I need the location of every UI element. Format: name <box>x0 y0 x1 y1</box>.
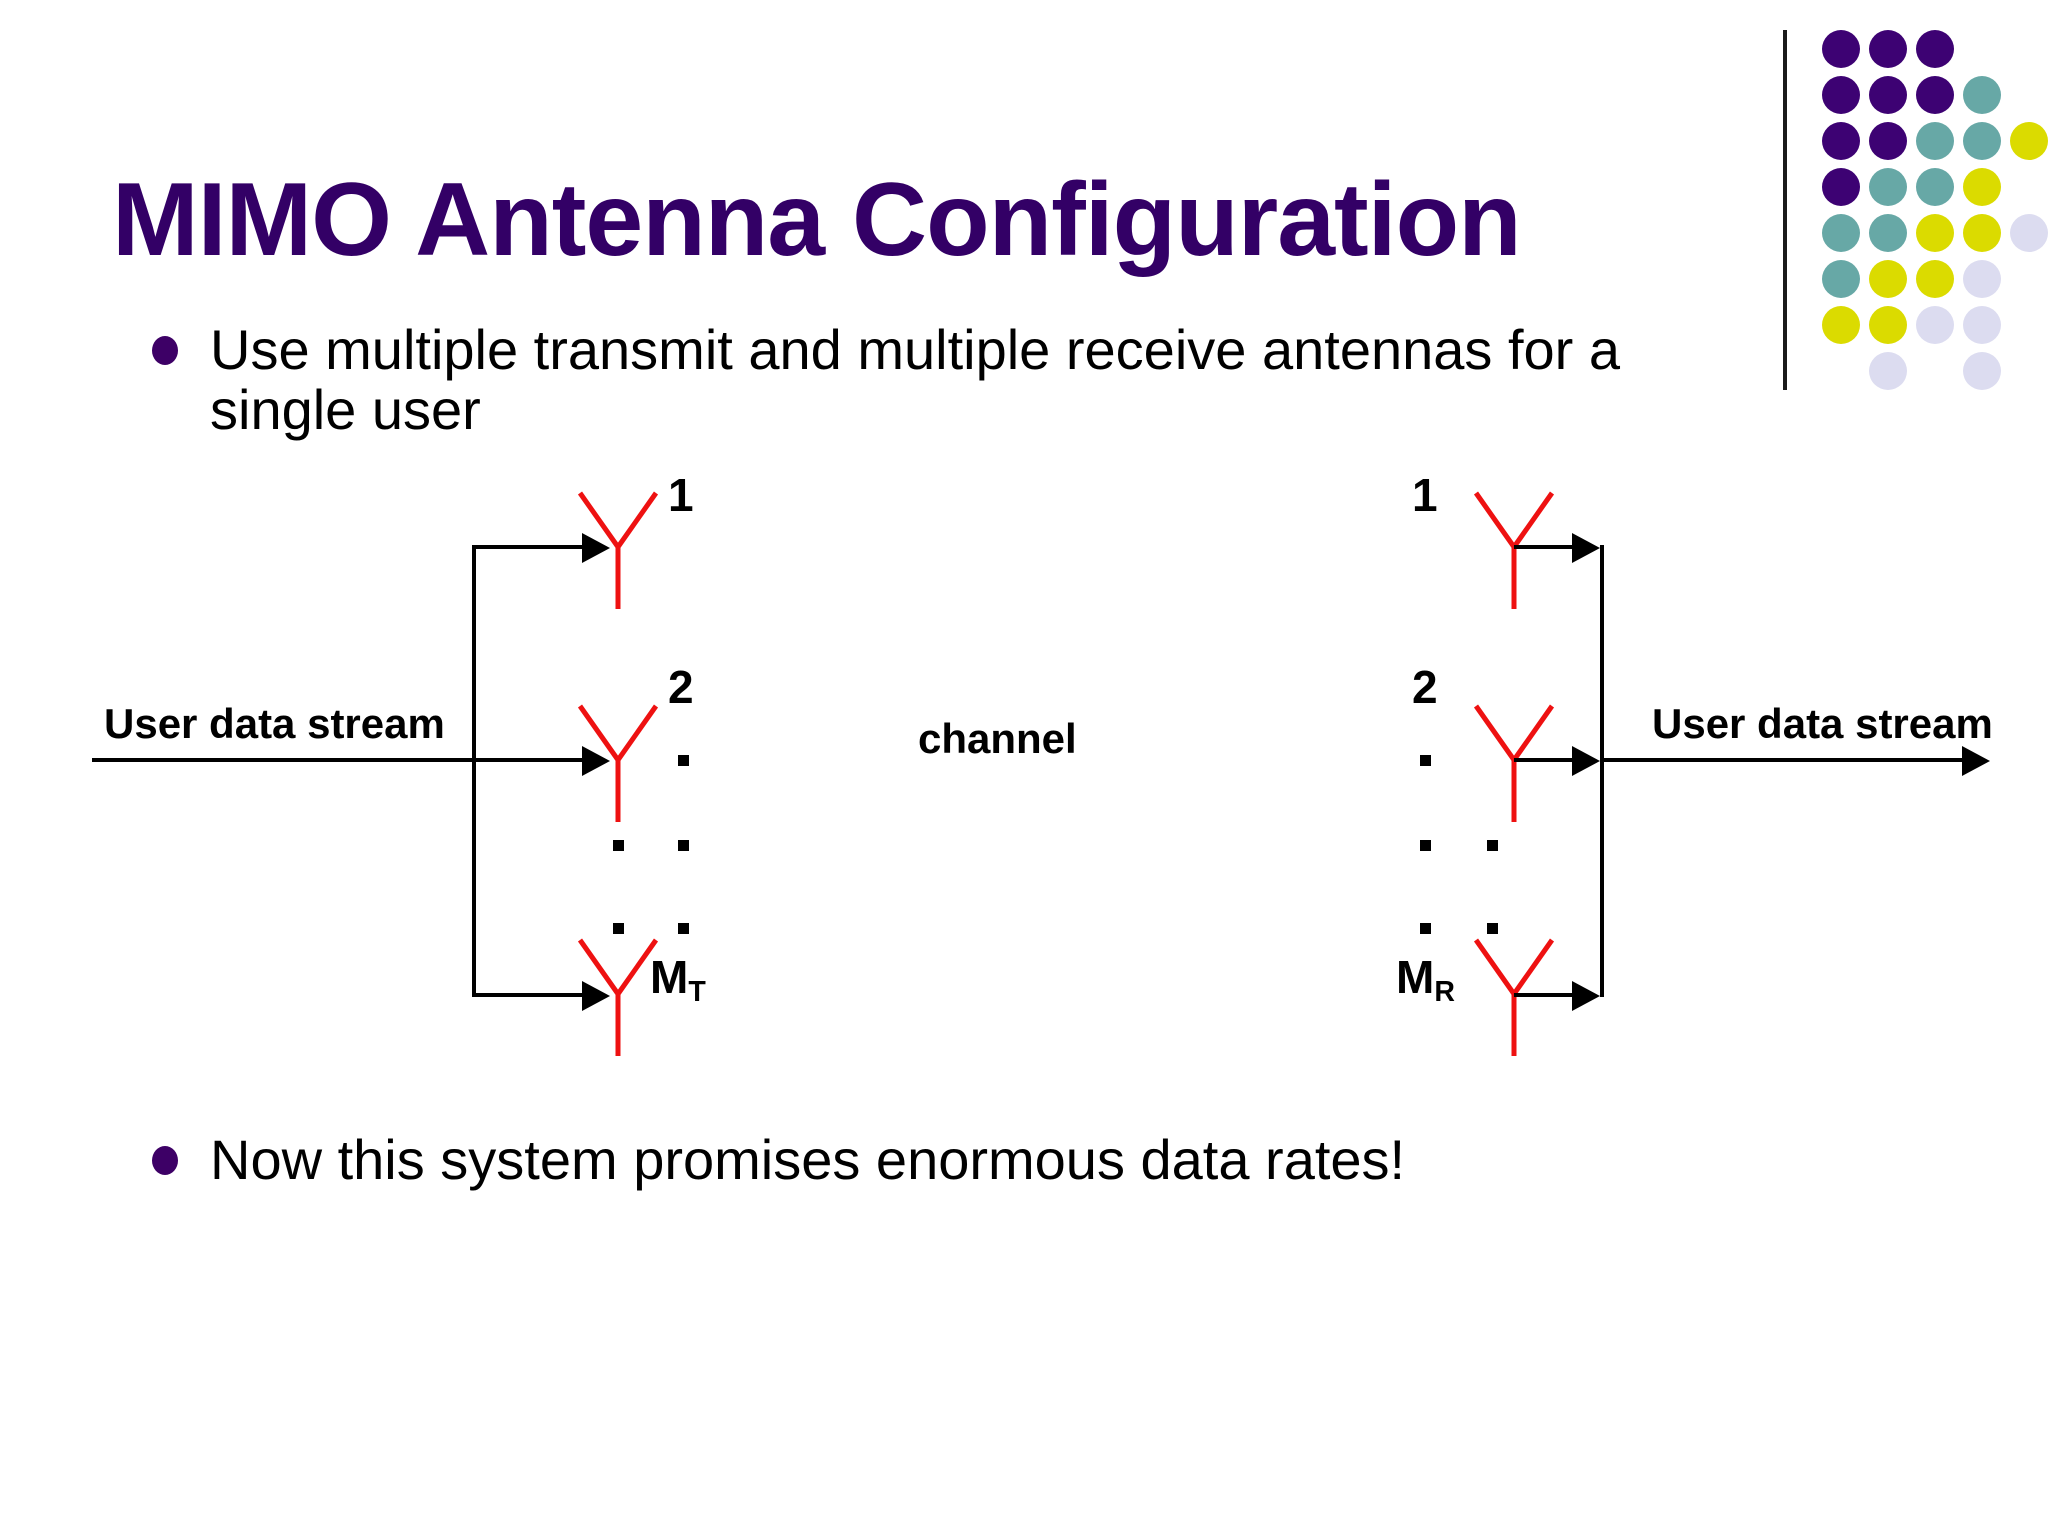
transmit-ellipsis-dot <box>678 840 689 851</box>
logo-dot <box>1822 260 1860 298</box>
receive-ellipsis-dot <box>1487 923 1498 934</box>
transmit-antenna-2-icon <box>570 696 666 826</box>
logo-dot <box>1963 76 2001 114</box>
input-arrowhead <box>582 746 610 776</box>
receive-arrowhead-1 <box>1572 533 1600 563</box>
logo-dot <box>1963 168 2001 206</box>
logo-dot <box>1916 168 1954 206</box>
receive-antenna-label-2: 2 <box>1412 661 1438 713</box>
logo-dot <box>1869 214 1907 252</box>
receive-branch-wire-1 <box>1514 545 1574 549</box>
bullet-dot-icon <box>152 1146 178 1176</box>
logo-dot <box>1822 306 1860 344</box>
logo-dot <box>1869 168 1907 206</box>
receive-ellipsis-dot <box>1420 755 1431 766</box>
receive-branch-wire-2 <box>1514 758 1574 762</box>
output-arrowhead <box>1962 746 1990 776</box>
transmit-antenna-label-2: 2 <box>668 661 694 713</box>
transmit-m-base: M <box>650 951 689 1003</box>
receive-ellipsis-dot <box>1420 840 1431 851</box>
logo-divider-line <box>1783 30 1787 390</box>
logo-dot <box>1822 122 1860 160</box>
transmit-ellipsis-dot <box>678 923 689 934</box>
logo-dot <box>2010 122 2048 160</box>
logo-dot <box>1869 30 1907 68</box>
logo-dot <box>1869 76 1907 114</box>
transmit-branch-wire-m <box>472 993 586 997</box>
logo-dot <box>1916 30 1954 68</box>
logo-dot <box>1822 168 1860 206</box>
bullet-text-1: Use multiple transmit and multiple recei… <box>210 318 1621 441</box>
page-title: MIMO Antenna Configuration <box>112 162 1522 278</box>
input-wire <box>92 758 586 762</box>
receive-m-subscript: R <box>1434 975 1455 1008</box>
transmit-arrowhead-m <box>582 981 610 1011</box>
transmit-arrowhead-1 <box>582 533 610 563</box>
receive-m-base: M <box>1396 951 1435 1003</box>
transmit-ellipsis-dot <box>613 840 624 851</box>
brand-logo <box>1770 8 2048 390</box>
input-stream-label: User data stream <box>104 700 445 747</box>
logo-dot <box>1963 306 2001 344</box>
logo-dot <box>1963 260 2001 298</box>
transmit-bus-wire <box>472 545 476 997</box>
receive-ellipsis-dot <box>1487 840 1498 851</box>
channel-label: channel <box>918 715 1077 762</box>
logo-dot <box>1916 306 1954 344</box>
logo-dot <box>1822 214 1860 252</box>
logo-dot <box>1822 30 1860 68</box>
logo-dot <box>1916 122 1954 160</box>
receive-antenna-label-1: 1 <box>1412 469 1438 521</box>
bullet-dot-icon <box>152 336 178 366</box>
transmit-antenna-label-1: 1 <box>668 469 694 521</box>
transmit-antenna-m-icon <box>570 930 666 1060</box>
logo-dot <box>1916 260 1954 298</box>
receive-arrowhead-2 <box>1572 746 1600 776</box>
logo-dot <box>1869 352 1907 390</box>
logo-dot <box>1963 214 2001 252</box>
logo-dot <box>1916 76 1954 114</box>
transmit-ellipsis-dot <box>613 923 624 934</box>
logo-dot <box>1869 260 1907 298</box>
logo-dot <box>1963 352 2001 390</box>
receive-arrowhead-m <box>1572 981 1600 1011</box>
receive-bus-wire <box>1600 545 1604 997</box>
receive-branch-wire-m <box>1514 993 1574 997</box>
receive-ellipsis-dot <box>1420 923 1431 934</box>
bullet-item-1: Use multiple transmit and multiple recei… <box>152 320 1672 440</box>
logo-dot <box>1822 76 1860 114</box>
output-stream-label: User data stream <box>1652 700 1993 747</box>
output-wire <box>1600 758 1968 762</box>
transmit-branch-wire-1 <box>472 545 586 549</box>
logo-dot <box>1916 214 1954 252</box>
transmit-antenna-1-icon <box>570 483 666 613</box>
logo-dot <box>1869 306 1907 344</box>
receive-antenna-label-m: MR <box>1396 950 1455 1008</box>
transmit-m-subscript: T <box>688 975 706 1008</box>
logo-dot <box>2010 214 2048 252</box>
logo-dot <box>1963 122 2001 160</box>
logo-dot <box>1869 122 1907 160</box>
transmit-antenna-label-m: MT <box>650 950 706 1008</box>
transmit-ellipsis-dot <box>678 755 689 766</box>
bullet-item-2: Now this system promises enormous data r… <box>152 1130 1802 1190</box>
bullet-text-2: Now this system promises enormous data r… <box>210 1128 1406 1191</box>
